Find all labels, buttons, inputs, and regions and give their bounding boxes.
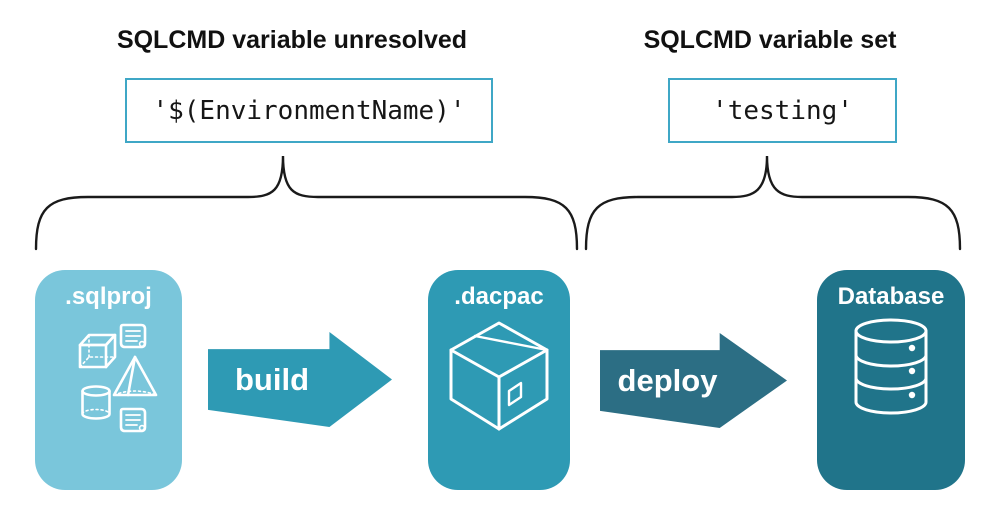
build-arrow-label: build (234, 361, 310, 397)
node-sqlproj-label: .sqlproj (65, 283, 152, 310)
node-database: Database (817, 270, 965, 490)
node-database-label: Database (837, 283, 945, 310)
right-code-text: 'testing' (712, 95, 853, 126)
left-code-box: '$(EnvironmentName)' (125, 78, 493, 143)
node-sqlproj: .sqlproj (35, 270, 182, 490)
database-cylinder-icon (851, 317, 931, 417)
cube-icon (80, 335, 115, 367)
script-scroll-icon (121, 409, 145, 431)
cylinder-icon (82, 387, 109, 419)
deploy-arrow-label: deploy (617, 362, 718, 398)
node-dacpac-label: .dacpac (454, 283, 544, 310)
node-dacpac: .dacpac (428, 270, 570, 490)
right-brace (584, 155, 962, 251)
deploy-arrow: deploy (600, 333, 787, 428)
left-annotation-title: SQLCMD variable unresolved (116, 26, 468, 54)
left-brace (34, 155, 579, 251)
build-arrow: build (208, 332, 392, 427)
right-annotation-title: SQLCMD variable set (643, 26, 897, 54)
package-box-icon (447, 317, 551, 435)
left-code-text: '$(EnvironmentName)' (152, 95, 466, 126)
right-code-box: 'testing' (668, 78, 897, 143)
script-scroll-icon (121, 325, 145, 347)
sql-project-objects-icon (53, 317, 165, 439)
pyramid-icon (114, 357, 156, 395)
